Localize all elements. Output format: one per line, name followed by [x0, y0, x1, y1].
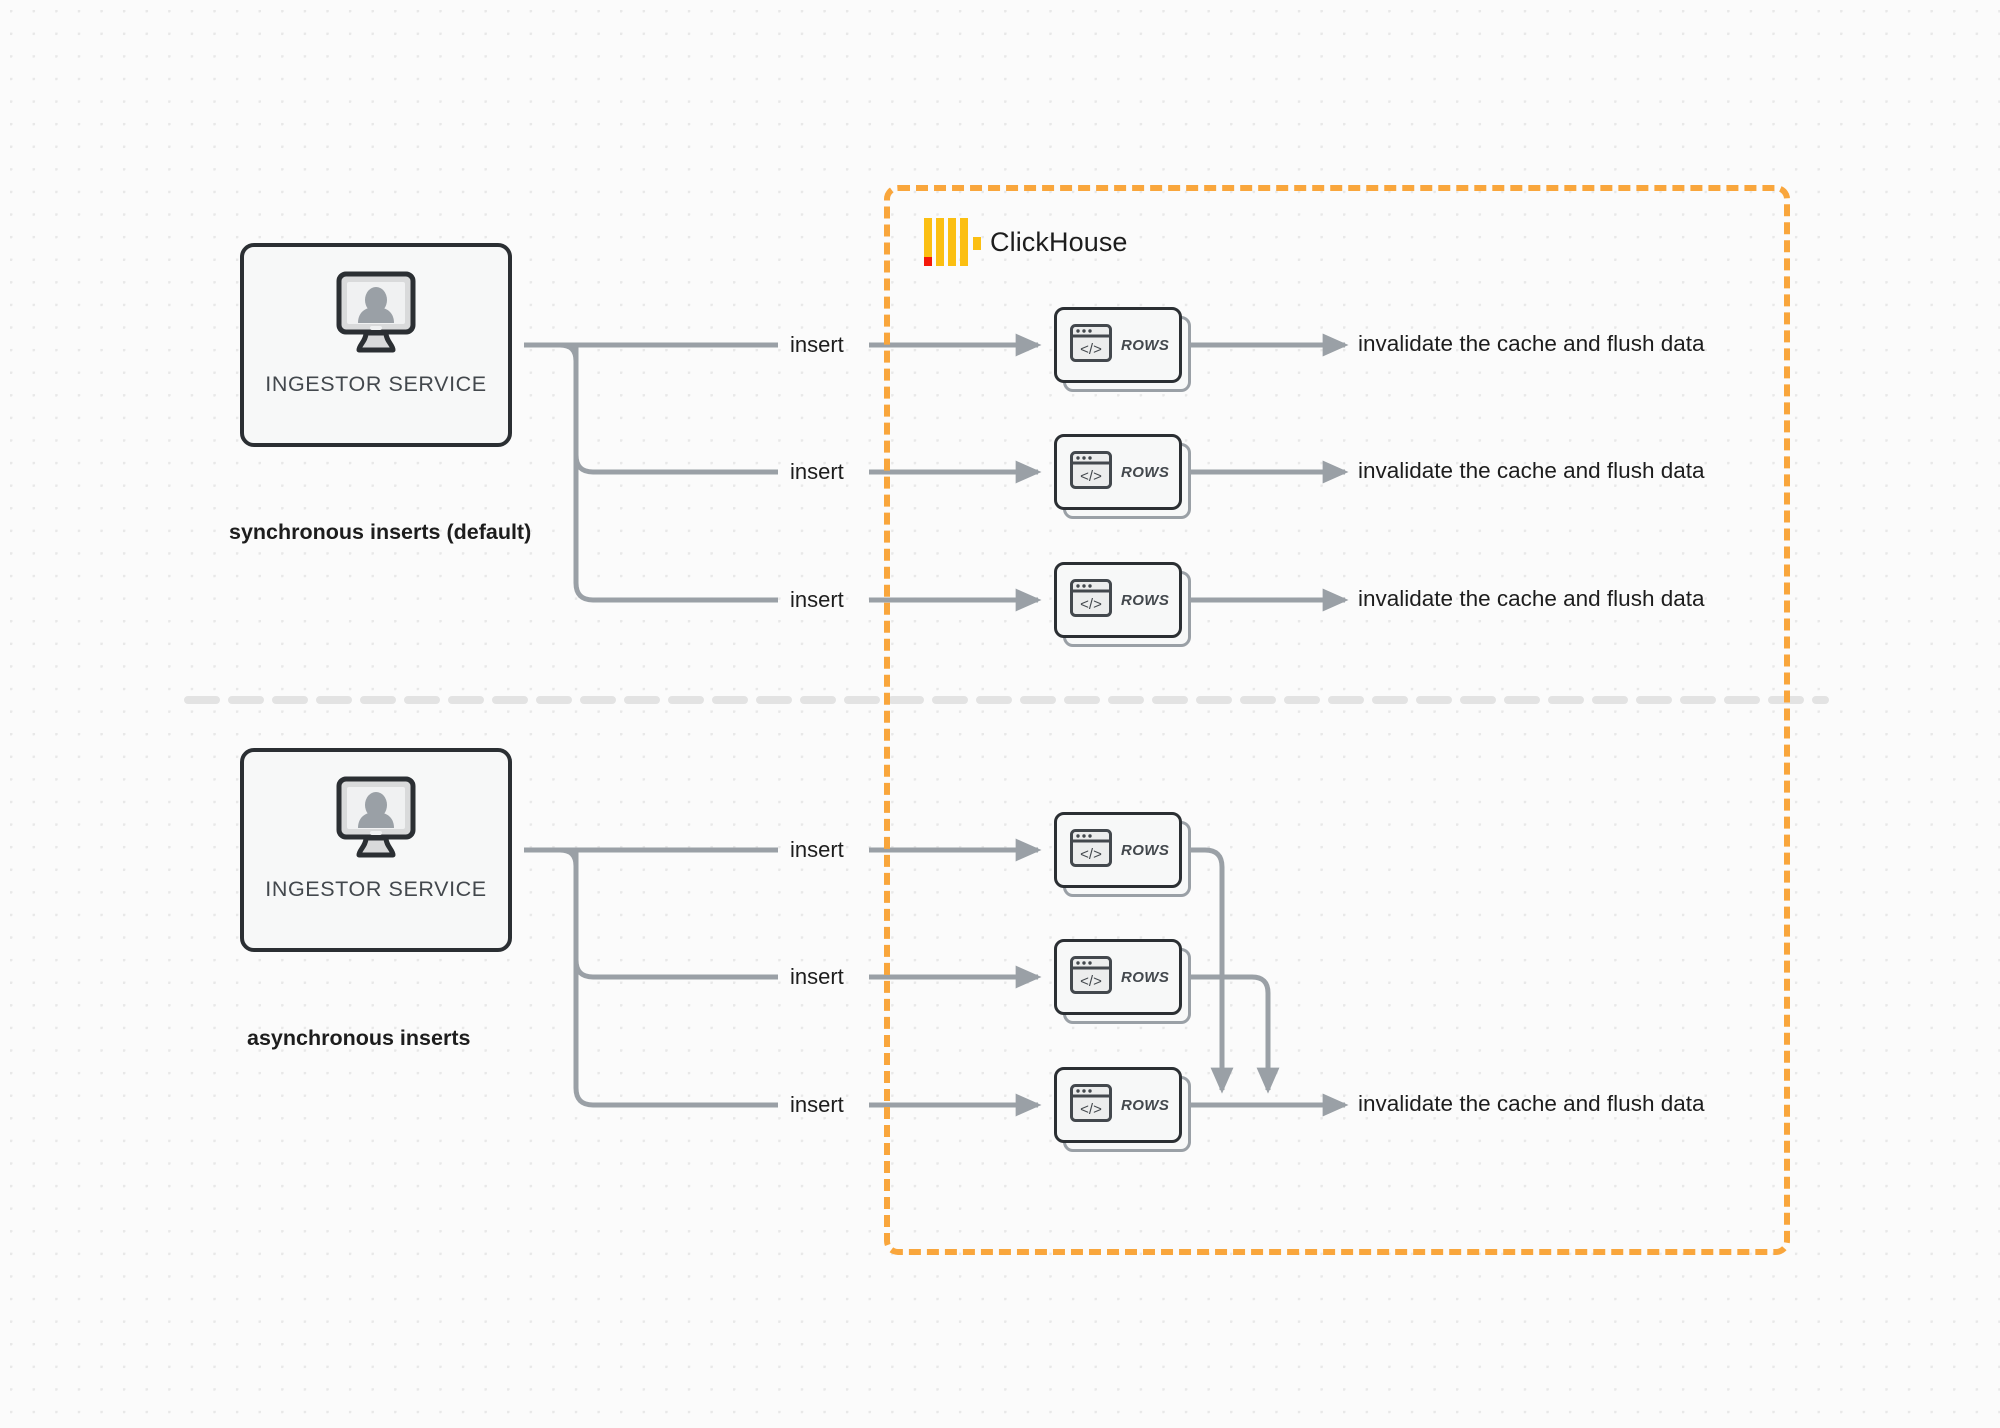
rows-node-card: </> ROWS: [1054, 1067, 1182, 1143]
rows-node-label: ROWS: [1121, 968, 1170, 986]
sink-label-sync-3: invalidate the cache and flush data: [1358, 586, 1705, 611]
wire-sync-trunk-corner: [524, 342, 579, 362]
section-caption-async: asynchronous inserts: [247, 1026, 471, 1050]
svg-text:</>: </>: [1080, 973, 1102, 990]
clickhouse-brand: ClickHouse: [924, 218, 1128, 266]
rows-node-card: </> ROWS: [1054, 812, 1182, 888]
rows-node-card: </> ROWS: [1054, 434, 1182, 510]
wire-sync-branch-3: [573, 345, 778, 603]
section-caption-sync: synchronous inserts (default): [229, 520, 532, 544]
svg-text:</>: </>: [1080, 468, 1102, 485]
rows-node-sync-3[interactable]: </> ROWS: [1054, 562, 1191, 647]
rows-node-label: ROWS: [1121, 463, 1170, 481]
rows-node-async-1[interactable]: </> ROWS: [1054, 812, 1191, 897]
monitor-user-icon: [328, 776, 424, 869]
clickhouse-boundary: [884, 185, 1790, 1255]
rows-node-label: ROWS: [1121, 1096, 1170, 1114]
rows-node-label: ROWS: [1121, 336, 1170, 354]
code-window-icon: </>: [1069, 955, 1113, 1000]
edge-label-sync-insert-2: insert: [790, 459, 844, 484]
clickhouse-logo-icon: [924, 218, 981, 266]
code-window-icon: </>: [1069, 323, 1113, 368]
edge-label-sync-insert-1: insert: [790, 332, 844, 357]
svg-text:</>: </>: [1080, 596, 1102, 613]
edge-label-async-insert-2: insert: [790, 964, 844, 989]
monitor-user-icon: [328, 271, 424, 364]
code-window-icon: </>: [1069, 1083, 1113, 1128]
rows-node-card: </> ROWS: [1054, 562, 1182, 638]
wire-sync-branch-2: [573, 345, 778, 475]
wire-async-branch-3: [573, 850, 778, 1108]
ingestor-service-sync[interactable]: INGESTOR SERVICE: [240, 243, 512, 447]
edge-label-async-insert-1: insert: [790, 837, 844, 862]
edge-label-async-insert-3: insert: [790, 1092, 844, 1117]
sink-label-async-1: invalidate the cache and flush data: [1358, 1091, 1705, 1116]
rows-node-card: </> ROWS: [1054, 939, 1182, 1015]
sink-label-sync-2: invalidate the cache and flush data: [1358, 458, 1705, 483]
rows-node-label: ROWS: [1121, 591, 1170, 609]
svg-text:</>: </>: [1080, 846, 1102, 863]
code-window-icon: </>: [1069, 450, 1113, 495]
svg-text:</>: </>: [1080, 1101, 1102, 1118]
rows-node-card: </> ROWS: [1054, 307, 1182, 383]
rows-node-async-3[interactable]: </> ROWS: [1054, 1067, 1191, 1152]
code-window-icon: </>: [1069, 578, 1113, 623]
svg-text:</>: </>: [1080, 341, 1102, 358]
rows-node-label: ROWS: [1121, 841, 1170, 859]
code-window-icon: </>: [1069, 828, 1113, 873]
wire-async-trunk-corner: [524, 847, 579, 867]
edge-label-sync-insert-3: insert: [790, 587, 844, 612]
clickhouse-wordmark: ClickHouse: [990, 226, 1128, 257]
rows-node-sync-1[interactable]: </> ROWS: [1054, 307, 1191, 392]
ingestor-service-async[interactable]: INGESTOR SERVICE: [240, 748, 512, 952]
wire-async-branch-2: [573, 850, 778, 980]
rows-node-sync-2[interactable]: </> ROWS: [1054, 434, 1191, 519]
sink-label-sync-1: invalidate the cache and flush data: [1358, 331, 1705, 356]
ingestor-service-label-async: INGESTOR SERVICE: [265, 877, 487, 901]
ingestor-service-label-sync: INGESTOR SERVICE: [265, 372, 487, 396]
rows-node-async-2[interactable]: </> ROWS: [1054, 939, 1191, 1024]
